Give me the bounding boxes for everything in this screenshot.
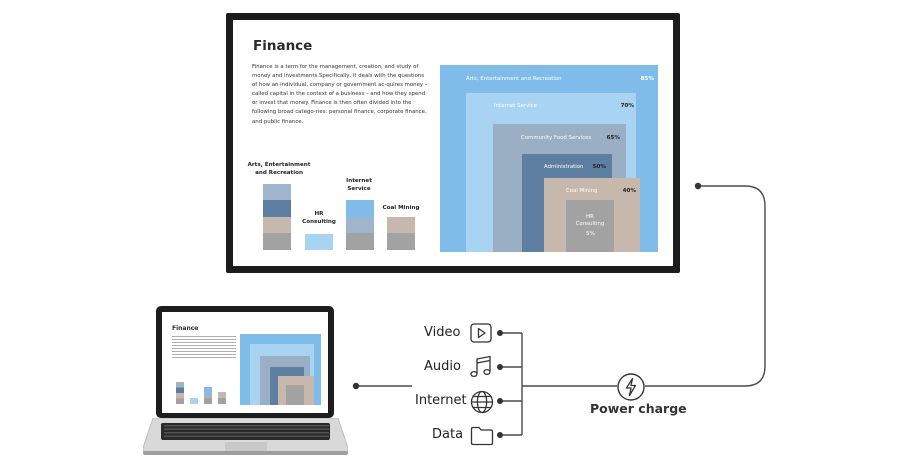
bar-internet-seg1 bbox=[346, 200, 374, 217]
laptop-bar-3 bbox=[204, 387, 212, 404]
bar-label-internet: Internet Service bbox=[346, 178, 372, 192]
label-data: Data bbox=[432, 427, 464, 442]
folder-icon bbox=[470, 426, 494, 446]
laptop-screen: Finance bbox=[162, 312, 328, 413]
bar-coal-seg2 bbox=[387, 233, 415, 250]
globe-icon bbox=[470, 390, 494, 414]
screen-paragraph: Finance is a term for the management, cr… bbox=[252, 64, 428, 125]
nested-block-hr: HR Consulting 5% bbox=[566, 200, 614, 252]
laptop-paragraph-lines bbox=[172, 336, 236, 360]
label-internet: Internet bbox=[415, 393, 467, 408]
laptop-nested-6 bbox=[286, 385, 304, 405]
bar-coal-seg1 bbox=[387, 217, 415, 233]
play-icon bbox=[470, 323, 492, 343]
laptop-screen-title: Finance bbox=[172, 325, 199, 332]
laptop-bar-4 bbox=[218, 392, 226, 404]
laptop-bar-2 bbox=[190, 398, 198, 404]
laptop-bar-1 bbox=[176, 382, 184, 404]
bar-arts-seg1 bbox=[263, 184, 291, 200]
music-note-icon bbox=[470, 355, 491, 378]
bar-arts-seg2 bbox=[263, 200, 291, 217]
label-audio: Audio bbox=[424, 359, 461, 374]
laptop-keyboard-base bbox=[143, 418, 348, 455]
screen-title: Finance bbox=[253, 38, 313, 54]
bar-internet-seg3 bbox=[346, 233, 374, 250]
display-screen: Finance Finance is a term for the manage… bbox=[233, 20, 673, 266]
label-power-charge: Power charge bbox=[590, 401, 687, 416]
bar-arts-seg3 bbox=[263, 217, 291, 233]
lightning-icon bbox=[617, 373, 645, 401]
bar-label-arts: Arts, Entertainment and Recreation bbox=[247, 162, 311, 176]
bar-label-hr: HR Consulting bbox=[302, 211, 336, 225]
bar-internet-seg2 bbox=[346, 217, 374, 233]
bar-hr bbox=[305, 234, 333, 250]
bar-arts-seg4 bbox=[263, 233, 291, 250]
label-video: Video bbox=[424, 325, 461, 340]
bar-label-coal: Coal Mining bbox=[382, 205, 420, 211]
